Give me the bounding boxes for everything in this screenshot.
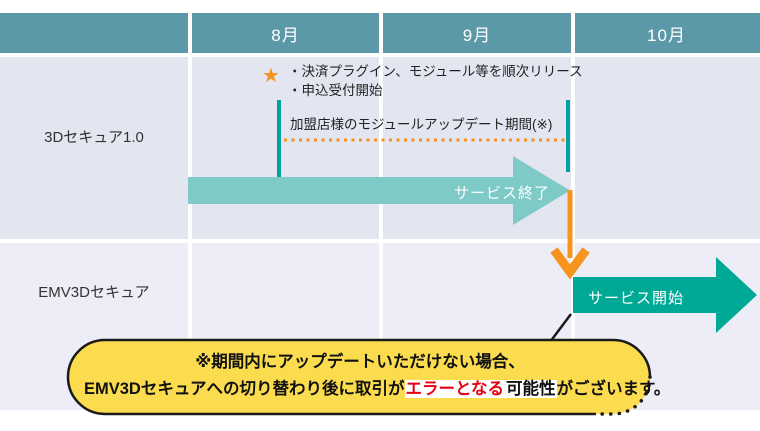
release-note-line2: ・申込受付開始 xyxy=(288,83,383,98)
column-divider xyxy=(571,13,575,410)
transition-down-arrow xyxy=(550,190,590,280)
month-header-september: 9月 xyxy=(462,25,492,45)
release-start-tick xyxy=(277,100,281,177)
callout-line2-after: がございます。 xyxy=(556,380,671,398)
star-icon: ★ xyxy=(262,65,280,87)
month-header-august: 8月 xyxy=(271,25,300,45)
callout-bubble-solid-border xyxy=(66,338,652,416)
callout-bubble-dotted-border xyxy=(592,375,652,416)
column-divider xyxy=(379,13,383,410)
row-label-3dsecure10: 3Dセキュア1.0 xyxy=(44,129,144,146)
callout-line2-before: EMV3Dセキュアへの切り替わり後に取引が xyxy=(84,380,405,398)
release-note-line1: ・決済プラグイン、モジュール等を順次リリース xyxy=(288,64,583,79)
callout-note: ※期間内にアップデートいただけない場合、 EMV3Dセキュアへの切り替わり後に取… xyxy=(84,349,670,403)
callout-emphasis-text: 可能性 xyxy=(505,380,557,398)
callout-error-text: エラーとなる xyxy=(404,380,506,398)
column-divider xyxy=(188,13,192,410)
callout-line2: EMV3Dセキュアへの切り替わり後に取引がエラーとなる可能性がございます。 xyxy=(84,376,670,403)
service-end-bar xyxy=(188,156,570,225)
service-start-bar xyxy=(573,257,757,333)
row-label-emv3dsecure: EMV3Dセキュア xyxy=(38,284,150,301)
callout-line1: ※期間内にアップデートいただけない場合、 xyxy=(195,353,525,371)
month-header-october: 10月 xyxy=(647,25,686,45)
service-end-label: サービス終了 xyxy=(454,185,551,202)
release-notes: ・決済プラグイン、モジュール等を順次リリース ・申込受付開始 xyxy=(288,62,583,100)
service-start-label: サービス開始 xyxy=(588,290,685,307)
update-period-label: 加盟店様のモジュールアップデート期間(※) xyxy=(290,117,553,132)
update-period-end-tick xyxy=(566,100,570,172)
